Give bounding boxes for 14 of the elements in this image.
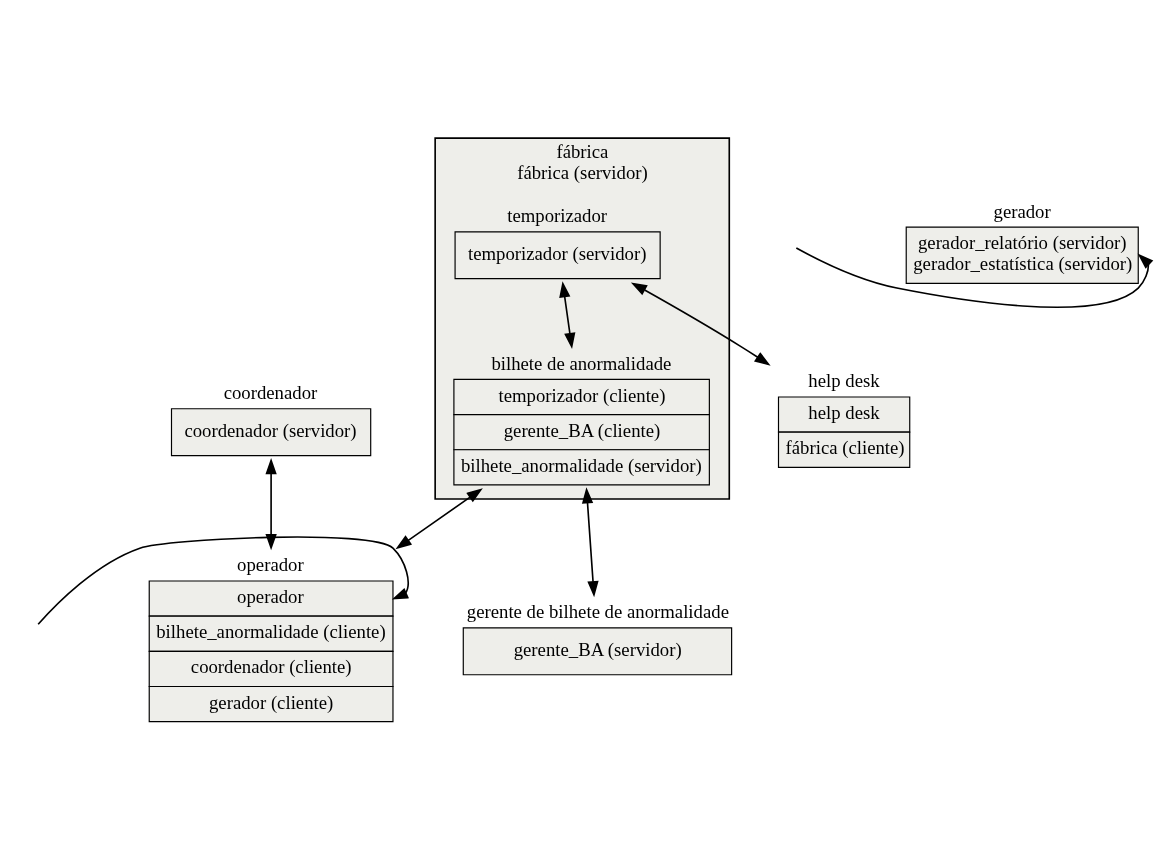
arrow	[559, 280, 576, 349]
arrow	[37, 535, 409, 625]
node-label: temporizador	[507, 204, 608, 226]
arrow	[581, 486, 599, 597]
node-label: gerador	[993, 200, 1051, 222]
arrow	[795, 246, 1154, 308]
node-label: coordenador	[223, 381, 318, 403]
node-label: gerente de bilhete de anormalidade	[466, 600, 729, 622]
arrow	[395, 487, 483, 549]
node-label: bilhete de anormalidade	[491, 352, 672, 374]
arrow	[265, 457, 277, 550]
node-label: operador	[237, 553, 304, 575]
node-label: help desk	[808, 369, 880, 391]
arrow	[630, 281, 771, 366]
